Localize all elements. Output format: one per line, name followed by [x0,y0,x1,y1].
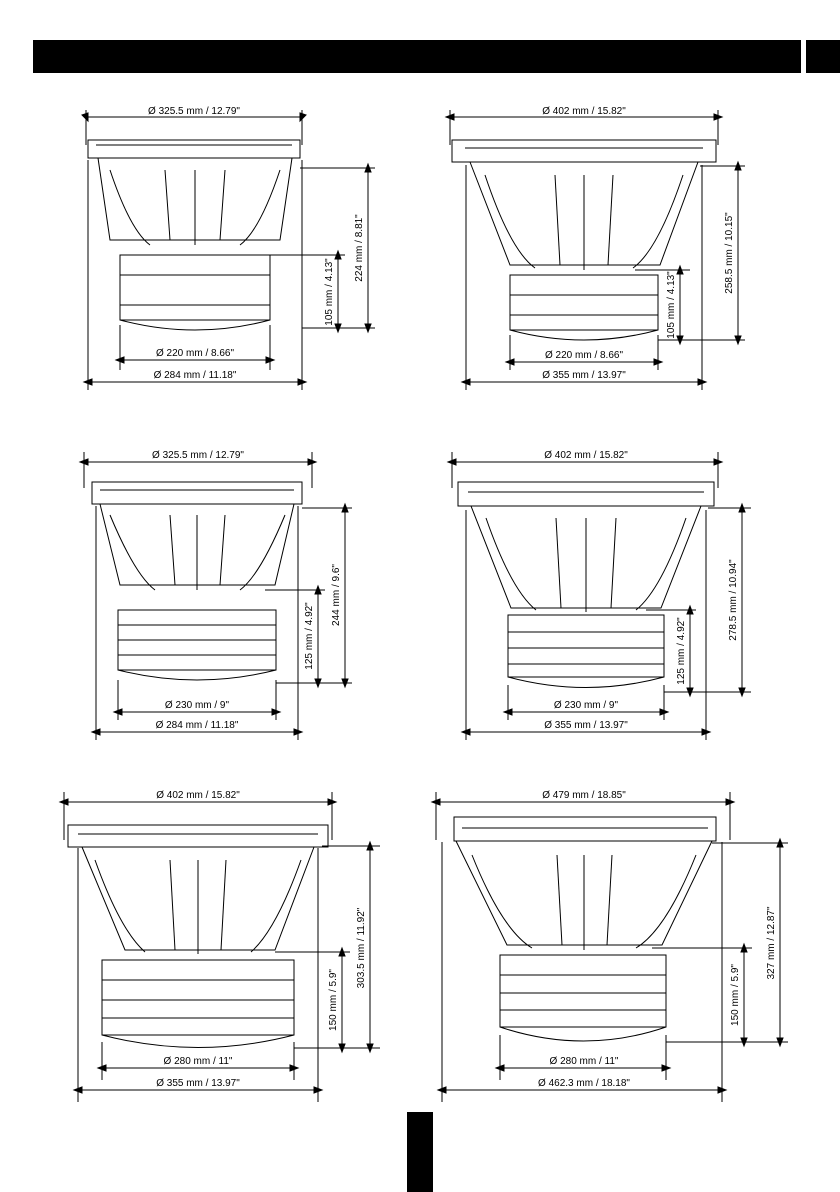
mount-diameter-label: Ø 355 mm / 13.97" [542,370,626,381]
mount-diameter-label: Ø 284 mm / 11.18" [156,720,239,731]
magnet-height-label: 150 mm / 5.9" [730,964,741,1026]
subwoofer-drawing-4-svg: Ø 402 mm / 15.82" Ø 230 mm / 9" Ø 355 mm… [446,450,751,740]
magnet-diameter-label: Ø 280 mm / 11" [164,1056,233,1067]
overall-height-label: 303.5 mm / 11.92" [356,907,367,988]
top-diameter-label: Ø 402 mm / 15.82" [542,106,626,117]
mount-diameter-label: Ø 462.3 mm / 18.18" [538,1078,630,1089]
magnet-diameter-label: Ø 230 mm / 9" [554,700,619,711]
subwoofer-drawing-3: Ø 325.5 mm / 12.79" Ø 230 mm / 9" Ø 284 … [78,440,380,750]
magnet-height-label: 105 mm / 4.13" [324,258,335,326]
magnet-height-label: 150 mm / 5.9" [328,969,339,1031]
top-diameter-label: Ø 402 mm / 15.82" [544,450,628,461]
subwoofer-drawing-5: Ø 402 mm / 15.82" Ø 280 mm / 11" Ø 355 m… [58,780,390,1110]
magnet-diameter-label: Ø 220 mm / 8.66" [156,348,234,359]
subwoofer-drawing-1: Ø 325.5 mm / 12.79" Ø 220 mm / 8.66" Ø 2… [70,100,390,400]
top-diameter-label: Ø 325.5 mm / 12.79" [148,106,240,117]
subwoofer-drawing-3-svg: Ø 325.5 mm / 12.79" Ø 230 mm / 9" Ø 284 … [78,450,352,740]
top-diameter-label: Ø 325.5 mm / 12.79" [152,450,244,461]
mount-diameter-label: Ø 355 mm / 13.97" [156,1078,240,1089]
header-bar [33,40,801,73]
magnet-diameter-label: Ø 230 mm / 9" [165,700,230,711]
magnet-height-label: 105 mm / 4.13" [666,271,677,339]
magnet-height-label: 125 mm / 4.92" [676,617,687,685]
magnet-diameter-label: Ø 280 mm / 11" [550,1056,619,1067]
overall-height-label: 244 mm / 9.6" [331,564,342,626]
overall-height-label: 278.5 mm / 10.94" [728,559,739,641]
magnet-height-label: 125 mm / 4.92" [304,602,315,670]
overall-height-label: 258.5 mm / 10.15" [724,212,735,294]
top-diameter-label: Ø 479 mm / 18.85" [542,790,626,801]
subwoofer-drawing-6-svg: Ø 479 mm / 18.85" Ø 280 mm / 11" Ø 462.3… [430,790,788,1102]
subwoofer-drawing-6: Ø 479 mm / 18.85" Ø 280 mm / 11" Ø 462.3… [430,780,792,1110]
subwoofer-drawing-2-svg: Ø 402 mm / 15.82" Ø 220 mm / 8.66" Ø 355… [444,106,745,390]
mount-diameter-label: Ø 355 mm / 13.97" [544,720,628,731]
subwoofer-drawing-4: Ø 402 mm / 15.82" Ø 230 mm / 9" Ø 355 mm… [446,440,766,750]
subwoofer-drawing-1-svg: Ø 325.5 mm / 12.79" Ø 220 mm / 8.66" Ø 2… [81,106,375,390]
overall-height-label: 327 mm / 12.87" [766,906,777,979]
top-diameter-label: Ø 402 mm / 15.82" [156,790,240,801]
subwoofer-drawing-2: Ø 402 mm / 15.82" Ø 220 mm / 8.66" Ø 355… [440,100,760,400]
overall-height-label: 224 mm / 8.81" [354,214,365,282]
subwoofer-drawing-5-svg: Ø 402 mm / 15.82" Ø 280 mm / 11" Ø 355 m… [58,790,380,1102]
header-tab [806,40,840,73]
magnet-diameter-label: Ø 220 mm / 8.66" [545,350,623,361]
mount-diameter-label: Ø 284 mm / 11.18" [154,370,237,381]
page-tab [407,1112,433,1192]
